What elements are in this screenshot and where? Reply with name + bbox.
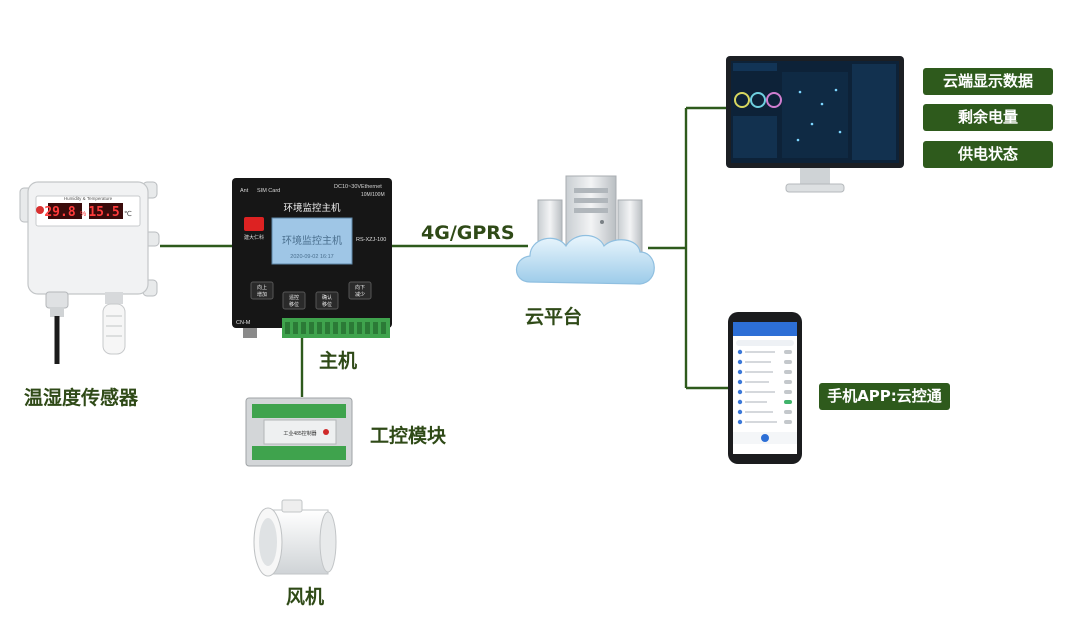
connection-lines <box>160 106 728 397</box>
host-button-menu-sub: 移位 <box>289 301 299 308</box>
temperature-value: 15.5 <box>88 205 119 220</box>
humidity-value: 29.8 <box>44 205 75 220</box>
temp-humidity-sensor: Humidity & Temperature 29.8 % 15.5 ℃ <box>19 181 160 364</box>
monitor <box>726 56 904 193</box>
module-label: 工业485控制器 <box>283 430 316 437</box>
tag-app: 手机APP:云控通 <box>819 383 950 410</box>
tag-battery: 剩余电量 <box>923 104 1053 131</box>
host-power-label: DC10~30V <box>334 184 361 190</box>
host-title: 环境监控主机 <box>283 202 341 214</box>
host-button-up: 向上 <box>257 284 267 291</box>
host-cn-label: CN-M <box>236 320 251 326</box>
host-button-menu: 遥控 <box>289 294 299 301</box>
label-host: 主机 <box>319 350 358 372</box>
host-sim-label: SIM Card <box>257 188 280 194</box>
label-link-4g-gprs: 4G/GPRS <box>421 222 515 244</box>
host-button-ok: 确认 <box>322 294 332 301</box>
host-screen-text: 环境监控主机 <box>282 234 342 247</box>
sensor-header: Humidity & Temperature <box>64 196 113 201</box>
monitoring-host: Ant SIM Card DC10~30V Ethernet 10M/100M … <box>232 178 392 338</box>
sensor-logo-icon <box>36 206 44 214</box>
tag-cloud-display: 云端显示数据 <box>923 68 1053 95</box>
host-ant-label: Ant <box>240 188 249 194</box>
host-button-down-sub: 减少 <box>355 291 365 298</box>
smartphone <box>728 312 802 464</box>
host-model: RS-XZJ-100 <box>356 237 386 243</box>
label-fan: 风机 <box>286 586 325 608</box>
host-button-down: 向下 <box>355 284 365 291</box>
host-ethernet-spec: 10M/100M <box>361 192 385 198</box>
host-brand: 建大仁科 <box>244 234 264 241</box>
tag-power-status: 供电状态 <box>923 141 1053 168</box>
cloud-platform <box>515 175 655 285</box>
label-cloud: 云平台 <box>525 306 583 328</box>
host-button-up-sub: 增加 <box>257 291 267 298</box>
industrial-control-module: 工业485控制器 <box>245 397 353 467</box>
host-logo-icon <box>244 217 264 231</box>
label-sensor: 温湿度传感器 <box>24 387 139 409</box>
host-ethernet-label: Ethernet <box>361 184 382 190</box>
temperature-unit: ℃ <box>124 211 132 218</box>
humidity-unit: % <box>80 211 86 218</box>
module-logo-icon <box>323 429 329 435</box>
host-screen-date: 2020-09-02 16:17 <box>290 254 333 260</box>
inline-fan <box>253 499 337 577</box>
host-button-ok-sub: 移位 <box>322 301 332 308</box>
label-control-module: 工控模块 <box>370 425 447 447</box>
